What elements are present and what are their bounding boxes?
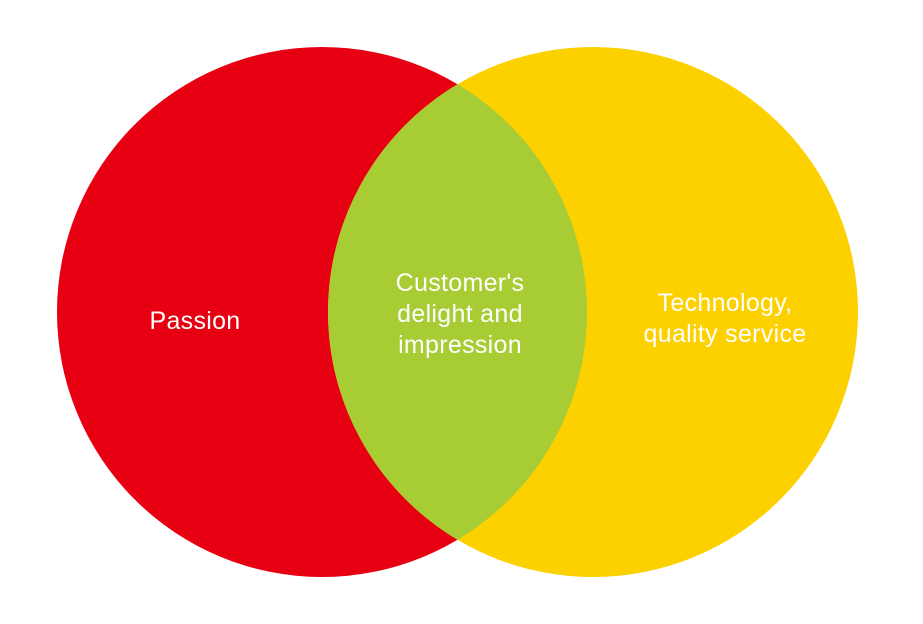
passion-label: Passion — [120, 306, 270, 337]
intersection-line-1: Customer's — [395, 269, 525, 297]
intersection-line-3: impression — [398, 331, 522, 359]
passion-label-text: Passion — [149, 307, 241, 335]
intersection-line-2: delight and — [397, 300, 523, 328]
intersection-region — [328, 47, 587, 577]
technology-line-2: quality service — [643, 320, 807, 348]
intersection-label: Customer's delight and impression — [345, 268, 575, 361]
technology-label: Technology, quality service — [600, 288, 850, 350]
technology-line-1: Technology, — [657, 289, 793, 317]
